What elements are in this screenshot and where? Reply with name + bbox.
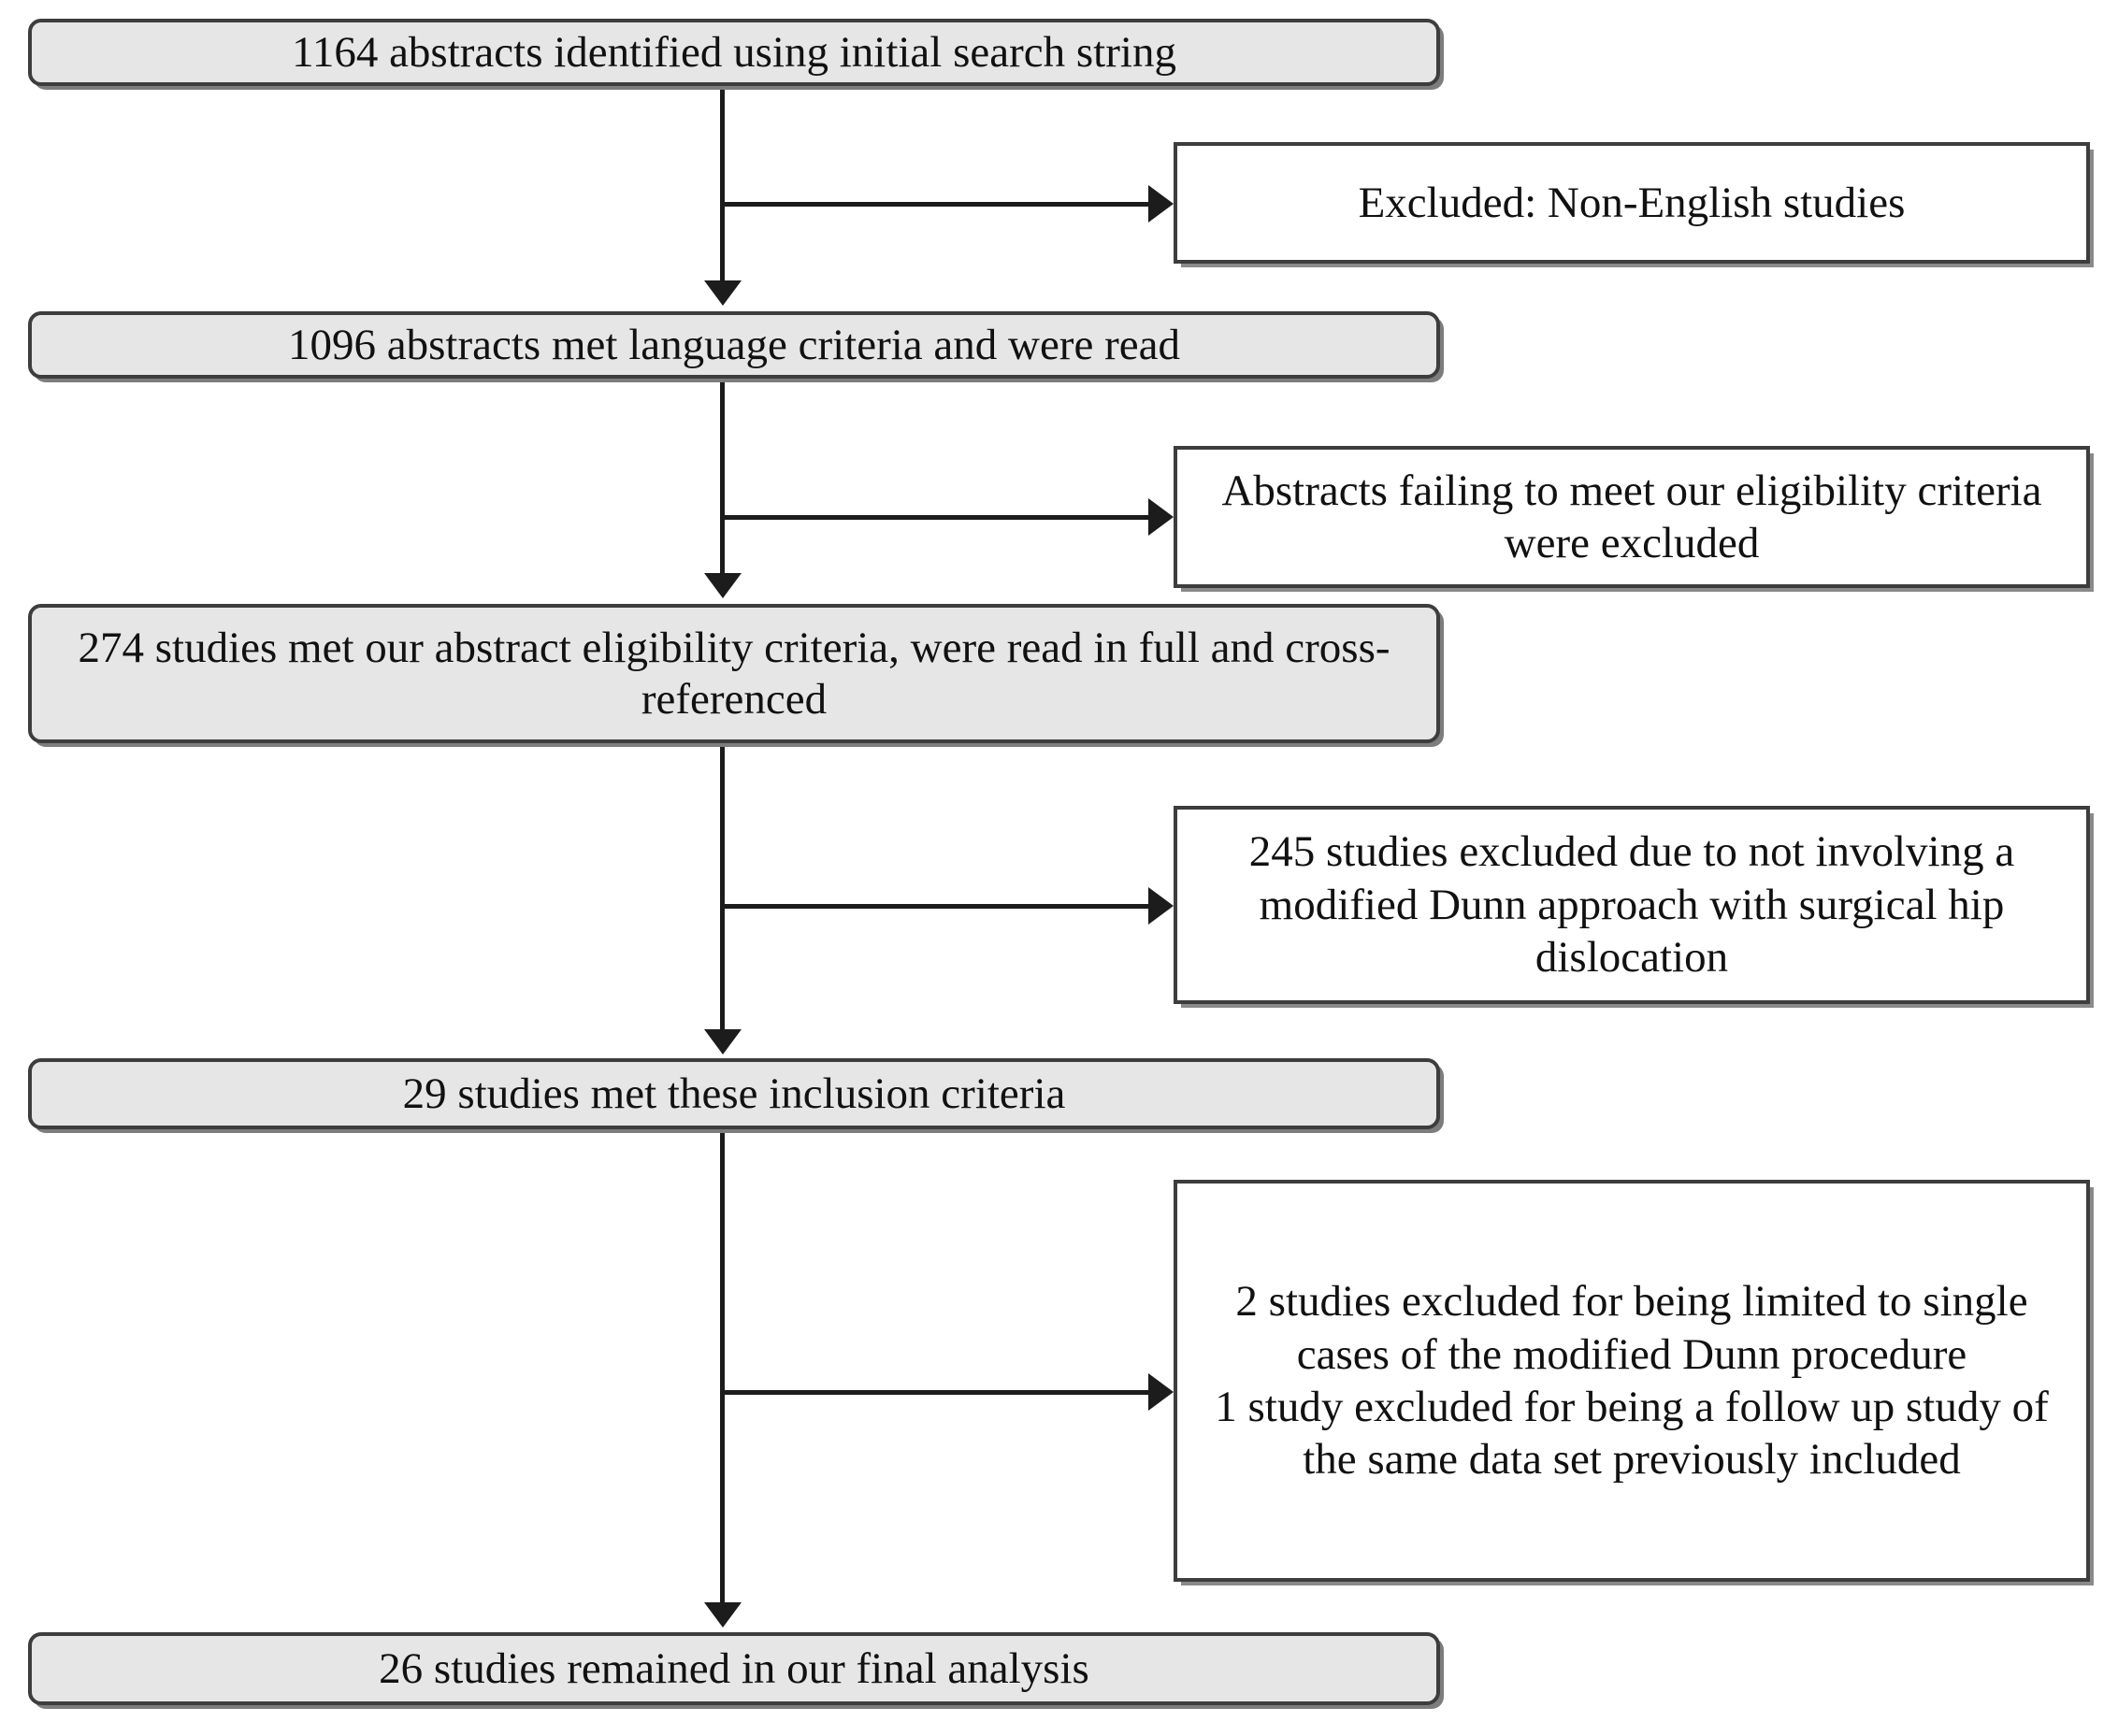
connector-branch-exclusion-3 [720,904,1150,909]
stage-box-4-label: 29 studies met these inclusion criteria [402,1069,1066,1118]
arrowhead-into-stage4 [704,1029,742,1055]
exclusion-box-2[interactable]: Abstracts failing to meet our eligibilit… [1174,446,2090,588]
connector-branch-exclusion-4 [720,1390,1150,1395]
arrowhead-into-exclusion-4 [1148,1373,1174,1411]
connector-stage3-to-stage4 [720,743,725,1033]
exclusion-box-3[interactable]: 245 studies excluded due to not involvin… [1174,806,2090,1004]
arrowhead-into-exclusion-3 [1148,887,1174,925]
exclusion-box-1[interactable]: Excluded: Non-English studies [1174,142,2090,264]
exclusion-box-1-line-1: Excluded: Non-English studies [1358,178,1906,227]
arrowhead-into-stage2 [704,280,742,306]
connector-branch-exclusion-2 [720,515,1150,520]
arrowhead-into-stage5 [704,1602,742,1628]
arrowhead-into-stage3 [704,573,742,598]
exclusion-box-3-line-1: 245 studies excluded due to not involvin… [1248,827,2015,983]
stage-box-2-label: 1096 abstracts met language criteria and… [288,320,1180,369]
connector-stage4-to-stage5 [720,1129,725,1606]
stage-box-1[interactable]: 1164 abstracts identified using initial … [28,19,1440,86]
connector-branch-exclusion-1 [720,202,1150,207]
exclusion-box-2-line-1: Abstracts failing to meet our eligibilit… [1221,466,2042,567]
stage-box-5[interactable]: 26 studies remained in our final analysi… [28,1632,1440,1705]
stage-box-3-label: 274 studies met our abstract eligibility… [78,623,1390,724]
connector-stage1-to-stage2 [720,86,725,284]
stage-box-3[interactable]: 274 studies met our abstract eligibility… [28,604,1440,743]
stage-box-5-label: 26 studies remained in our final analysi… [379,1643,1089,1693]
exclusion-box-4[interactable]: 2 studies excluded for being limited to … [1174,1180,2090,1582]
stage-box-4[interactable]: 29 studies met these inclusion criteria [28,1058,1440,1129]
connector-stage2-to-stage3 [720,379,725,577]
stage-box-1-label: 1164 abstracts identified using initial … [292,27,1176,77]
arrowhead-into-exclusion-2 [1148,498,1174,536]
arrowhead-into-exclusion-1 [1148,185,1174,222]
exclusion-box-4-line-2: 1 study excluded for being a follow up s… [1215,1383,2049,1485]
exclusion-box-4-line-1: 2 studies excluded for being limited to … [1235,1277,2028,1379]
stage-box-2[interactable]: 1096 abstracts met language criteria and… [28,311,1440,379]
